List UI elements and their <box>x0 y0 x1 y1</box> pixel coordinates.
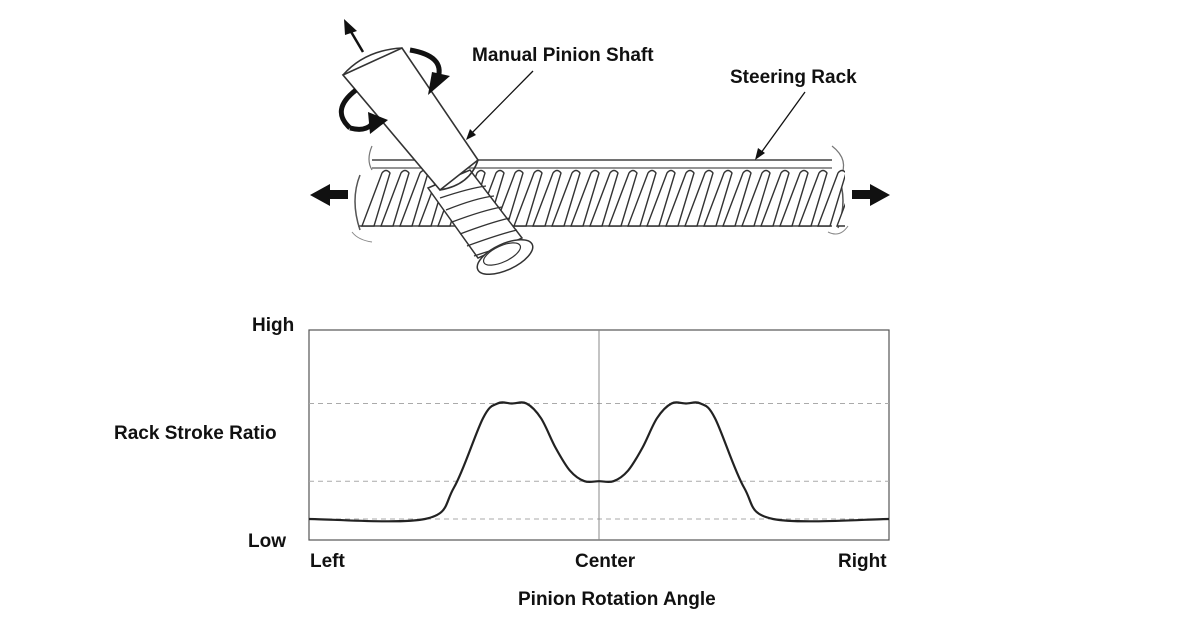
rack-tooth <box>816 169 845 227</box>
rack-tooth <box>702 169 733 227</box>
rack-tooth <box>360 169 391 227</box>
rack-tooth <box>379 169 410 227</box>
right-arrow-icon <box>852 184 890 206</box>
rack-tooth <box>664 169 695 227</box>
x-tick-right: Right <box>838 551 887 572</box>
y-tick-high: High <box>252 315 295 336</box>
rack-tooth <box>588 169 619 227</box>
pinion-shaft-label: Manual Pinion Shaft <box>472 45 654 66</box>
rack-tooth <box>721 169 752 227</box>
y-tick-low: Low <box>248 531 286 552</box>
manual-pinion-shaft <box>338 19 534 276</box>
rack-tooth <box>778 169 809 227</box>
rack-tooth <box>683 169 714 227</box>
rack-leader-line <box>757 91 806 158</box>
rack-tooth <box>797 169 828 227</box>
rack-tooth <box>550 169 581 227</box>
x-tick-left: Left <box>310 551 345 572</box>
rack-tooth <box>626 169 657 227</box>
series-line <box>308 401 890 523</box>
y-axis-label: Rack Stroke Ratio <box>114 423 277 444</box>
left-arrow-icon <box>310 184 348 206</box>
pinion-leader-line <box>467 70 534 138</box>
rack-tooth <box>531 169 562 227</box>
rack-tooth <box>759 169 790 227</box>
steering-rack-label: Steering Rack <box>730 67 857 88</box>
rack-tooth <box>645 169 676 227</box>
rack-tooth <box>740 169 771 227</box>
rack-tooth <box>835 202 845 227</box>
rack-tooth <box>512 169 543 227</box>
x-tick-center: Center <box>575 551 636 572</box>
x-axis-label: Pinion Rotation Angle <box>518 589 716 610</box>
rack-tooth <box>607 169 638 227</box>
rack-tooth <box>569 169 600 227</box>
